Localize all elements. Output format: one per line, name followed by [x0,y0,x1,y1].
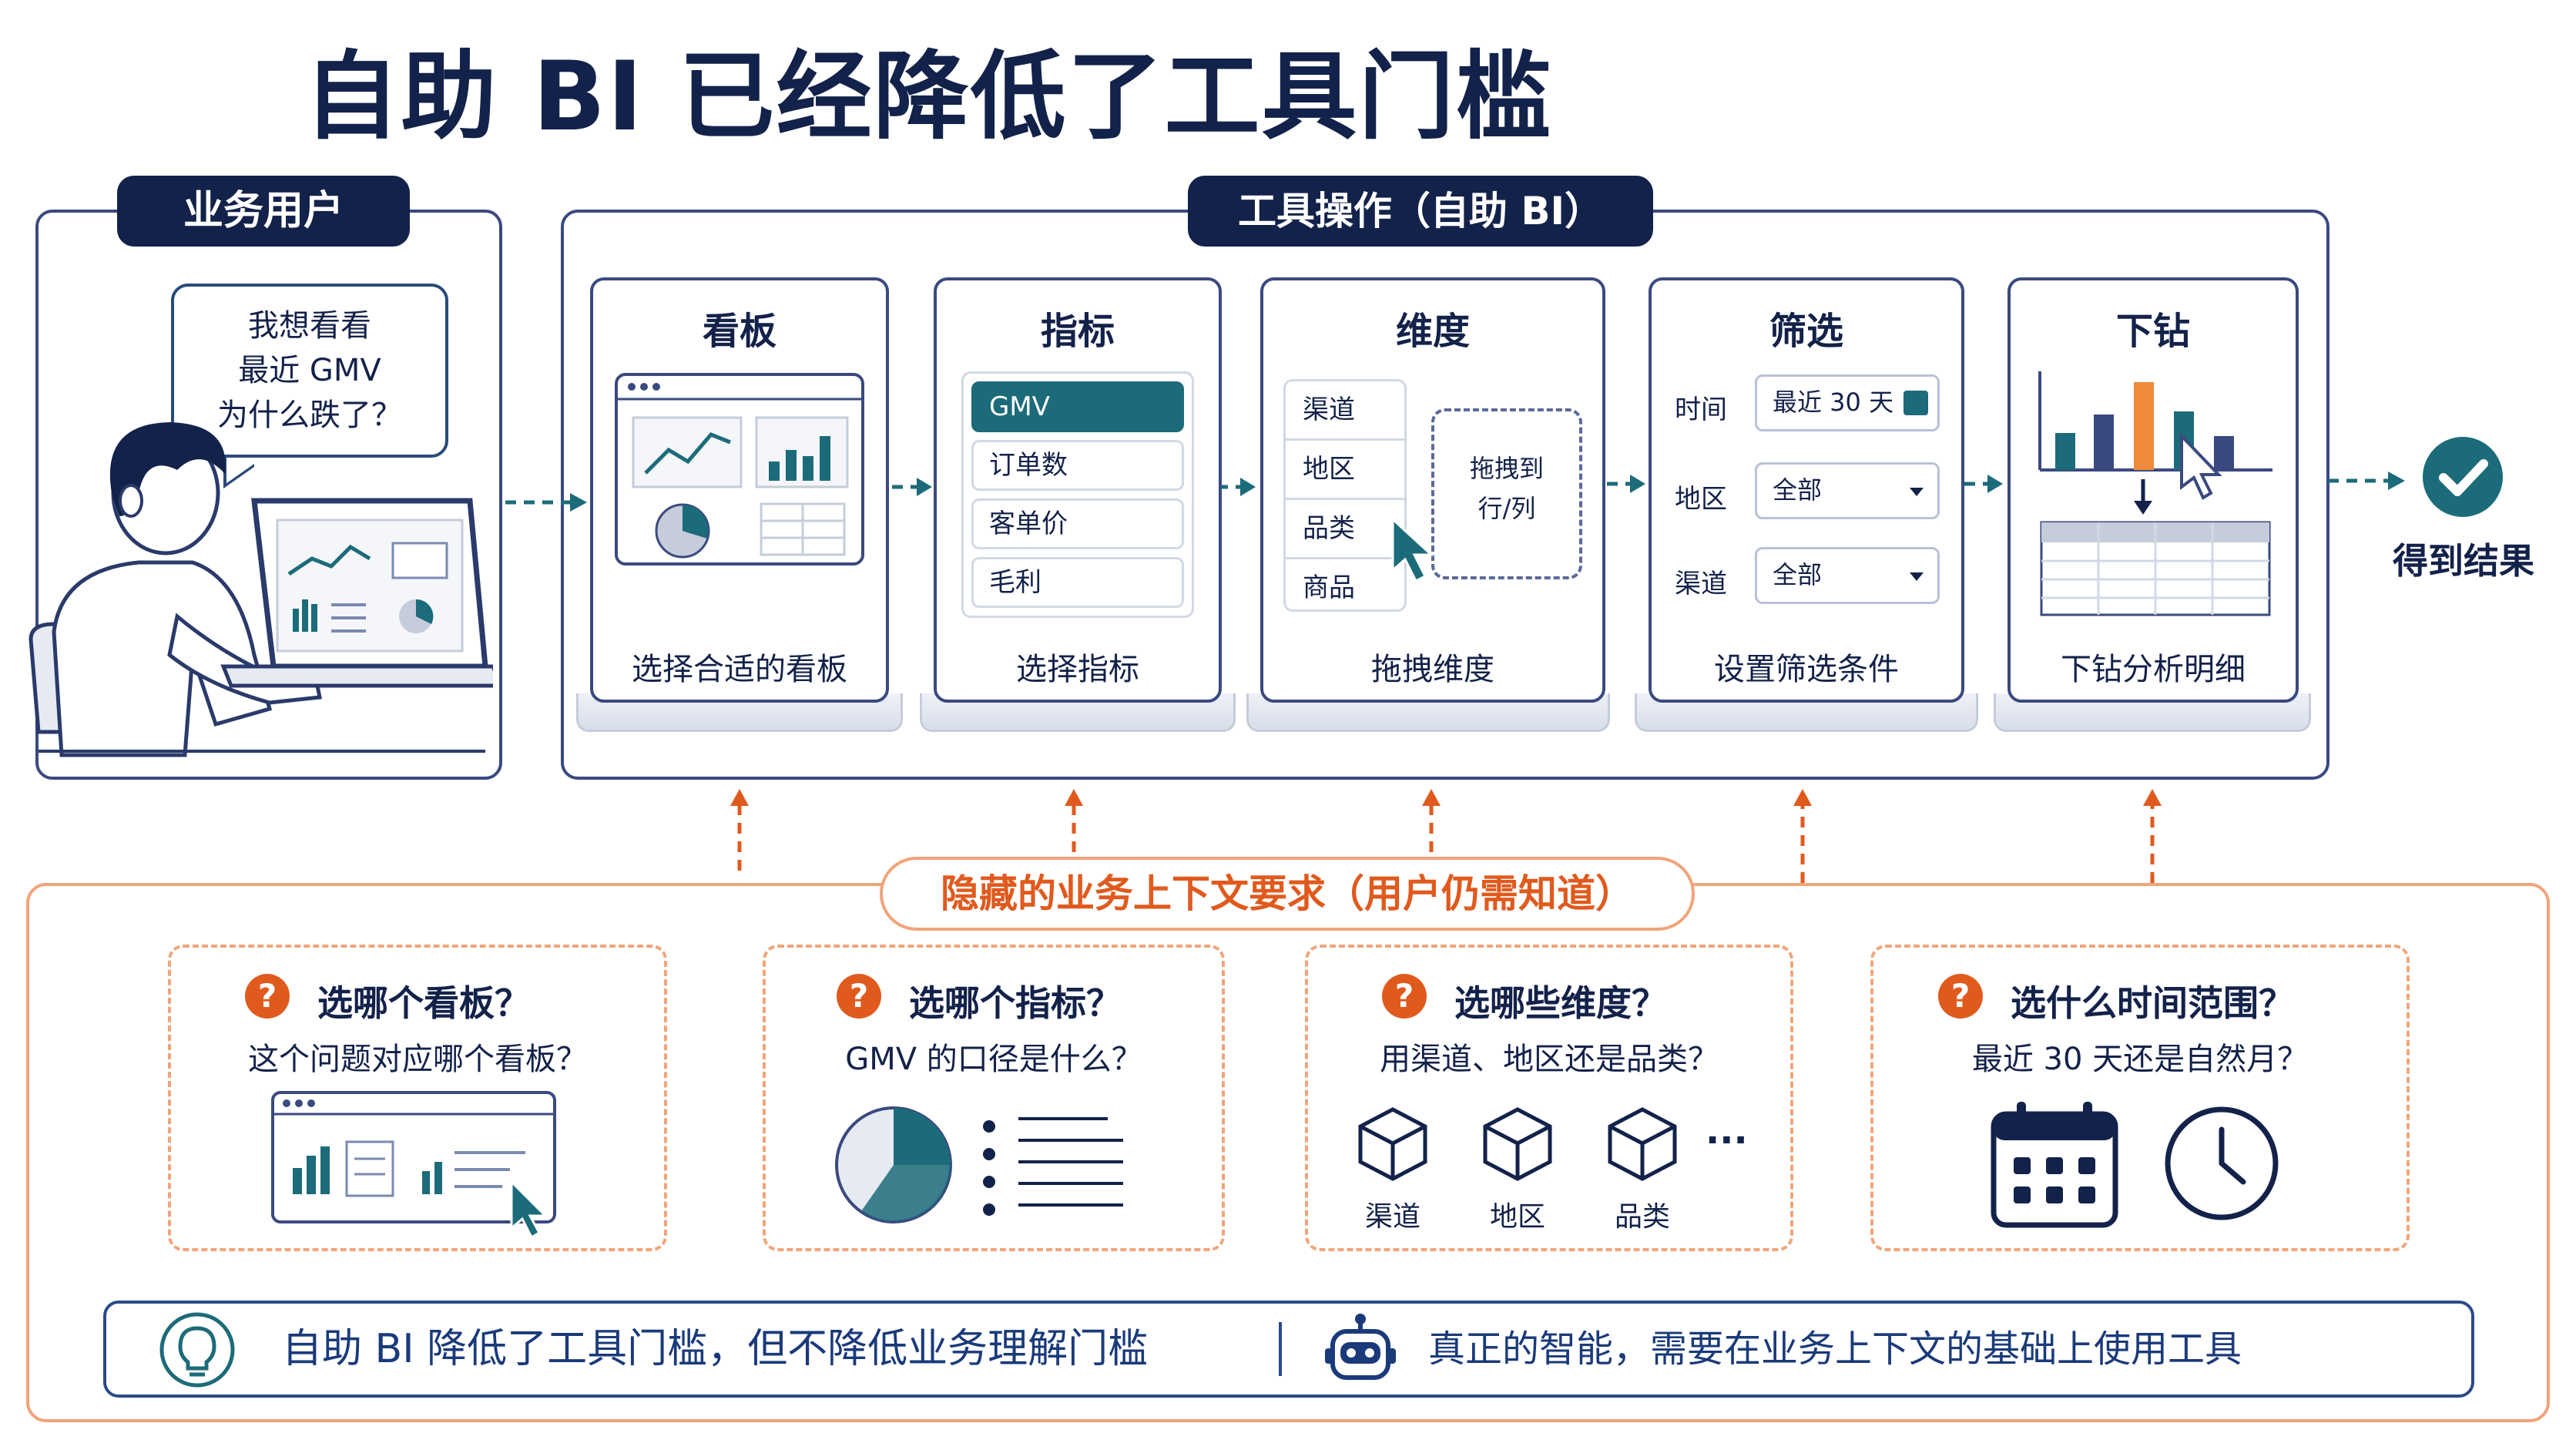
question-title: 选哪些维度？ [1454,982,1667,1024]
drop-zone-line: 行/列 [1478,494,1536,523]
step-card-dashboard: 看板 选择合适的看板 [590,277,889,703]
step-title: 筛选 [1769,310,1843,353]
filter-time-select[interactable]: 最近 30 天 [1755,374,1940,431]
filter-value: 最近 30 天 [1773,388,1894,417]
filter-label: 渠道 [1675,569,1727,599]
metric-item[interactable]: 订单数 [971,440,1184,491]
dimension-item[interactable]: 渠道 [1286,381,1404,441]
step-card-drilldown: 下钻 下钻分析明细 [2007,277,2299,703]
user-at-laptop-illustration [29,422,493,757]
tool-panel-label: 工具操作（自助 BI） [1188,176,1653,247]
step-caption: 选择指标 [1016,652,1139,687]
cube-icon [1608,1107,1677,1181]
question-subtitle: 最近 30 天还是自然月？ [1971,1042,2309,1077]
step-card-filter: 筛选 时间 最近 30 天 地区 全部 渠道 全部 设置筛选条件 [1649,277,1964,703]
step-title: 下钻 [2115,310,2190,353]
bubble-line: 我想看看 [248,308,371,344]
speech-bubble: 我想看看 最近 GMV 为什么跌了？ [171,284,448,458]
question-icon: ? [1938,974,1983,1019]
step-title: 指标 [1040,310,1115,353]
filter-channel-select[interactable]: 全部 [1755,547,1940,604]
calendar-icon [1903,391,1928,415]
dimension-list: 渠道 地区 品类 商品 [1283,379,1407,612]
chevron-down-icon [1910,572,1924,581]
dashboard-thumbnail-icon [615,373,864,566]
filter-value: 全部 [1773,560,1823,589]
step-caption: 选择合适的看板 [632,652,847,687]
cursor-icon [1391,516,1434,583]
question-icon: ? [837,974,881,1019]
metric-list: GMV 订单数 客单价 毛利 [961,371,1194,618]
conclusion-left-text: 自助 BI 降低了工具门槛，但不降低业务理解门槛 [282,1326,1149,1372]
step-card-dimension: 维度 渠道 地区 品类 商品 拖拽到 行/列 拖拽维度 [1260,277,1605,703]
conclusion-right-text: 真正的智能，需要在业务上下文的基础上使用工具 [1428,1327,2242,1371]
question-subtitle: 用渠道、地区还是品类？ [1380,1042,1719,1077]
step-title: 维度 [1395,310,1470,353]
check-circle-icon [2423,437,2503,517]
question-card-dashboard: ? 选哪个看板？ 这个问题对应哪个看板？ [168,945,667,1251]
cube-icon [1358,1107,1427,1181]
dimension-label: 渠道 [1364,1201,1420,1233]
page-title: 自助 BI 已经降低了工具门槛 [304,42,1553,153]
result-label: 得到结果 [2393,540,2534,582]
filter-region-select[interactable]: 全部 [1755,462,1940,519]
lightbulb-icon [159,1312,235,1388]
question-card-metric: ? 选哪个指标？ GMV 的口径是什么？ [763,945,1225,1251]
bubble-line: 为什么跌了？ [217,398,402,433]
question-card-time: ? 选什么时间范围？ 最近 30 天还是自然月？ [1870,945,2410,1251]
dimension-item[interactable]: 商品 [1303,572,1355,603]
context-label: 隐藏的业务上下文要求（用户仍需知道） [880,857,1695,931]
robot-icon [1325,1314,1396,1380]
drop-zone[interactable]: 拖拽到 行/列 [1431,408,1582,579]
metric-definition-icon [835,1106,1123,1223]
question-icon: ? [245,974,290,1019]
cube-icon [1483,1107,1552,1181]
dimension-item[interactable]: 品类 [1286,500,1404,559]
step-caption: 设置筛选条件 [1714,652,1899,687]
drilldown-illustration [2038,371,2272,616]
filter-label: 地区 [1675,484,1727,515]
dimension-label: 地区 [1489,1201,1545,1233]
divider [1279,1322,1282,1376]
more-indicator: ··· [1706,1119,1748,1162]
dimension-label: 品类 [1614,1201,1670,1233]
question-title: 选哪个指标？ [909,982,1122,1024]
clock-icon [2165,1106,2279,1220]
step-title: 看板 [702,310,776,353]
filter-value: 全部 [1773,475,1823,505]
metric-item-gmv[interactable]: GMV [971,381,1184,432]
step-caption: 拖拽维度 [1371,652,1494,687]
question-title: 选什么时间范围？ [2011,982,2294,1024]
drop-zone-line: 拖拽到 [1469,454,1544,483]
step-caption: 下钻分析明细 [2061,652,2246,687]
metric-item[interactable]: 毛利 [971,557,1184,608]
calendar-icon [1991,1102,2118,1228]
question-subtitle: 这个问题对应哪个看板？ [248,1042,587,1077]
chevron-down-icon [1910,488,1924,496]
question-icon: ? [1382,974,1427,1019]
bubble-line: 最近 GMV [238,353,381,388]
question-card-dimension: ? 选哪些维度？ 用渠道、地区还是品类？ 渠道 地区 品类 ··· [1305,945,1793,1251]
dimension-item[interactable]: 地区 [1286,441,1404,500]
filter-label: 时间 [1675,394,1727,425]
metric-item[interactable]: 客单价 [971,498,1184,549]
user-panel-label: 业务用户 [117,176,410,247]
question-subtitle: GMV 的口径是什么？ [845,1042,1142,1077]
step-card-metric: 指标 GMV 订单数 客单价 毛利 选择指标 [934,277,1222,703]
dashboard-select-icon [271,1091,556,1237]
conclusion-bar: 自助 BI 降低了工具门槛，但不降低业务理解门槛 真正的智能，需要在业务上下文的… [103,1301,2474,1398]
question-title: 选哪个看板？ [317,982,530,1024]
